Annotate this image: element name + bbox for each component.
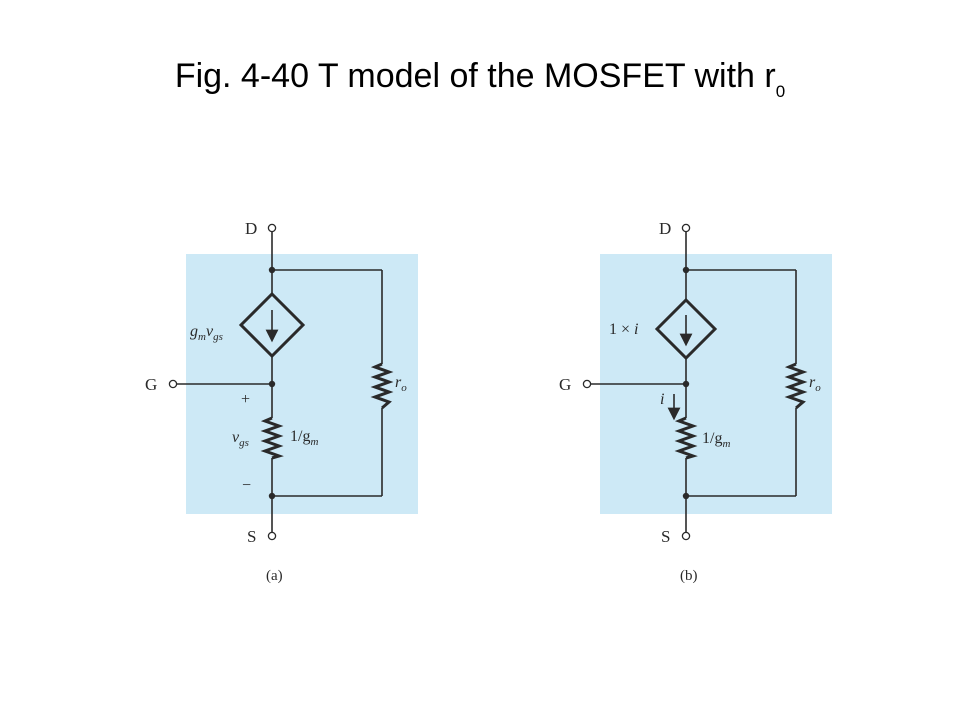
circuit-a: D G S gmvgs + vgs − 1/gm ro (a) [145,219,418,584]
circuit-b-dependent-source-label: 1 × i [609,321,638,338]
circuit-a-ro-label: ro [395,374,407,394]
circuit-a-minus-sign: − [242,477,251,494]
circuit-b-caption: (b) [680,568,698,584]
circuit-a-dependent-source-label: gmvgs [190,323,223,343]
title-subscript: 0 [775,82,786,101]
circuit-b-current-label: i [660,391,664,408]
circuit-a-resistor-label: 1/gm [290,428,318,448]
circuit-b-dependent-source [654,297,718,361]
circuit-a-resistor-1-over-gm [260,416,284,460]
circuit-a-plus-sign: + [241,391,250,408]
circuit-a-gate-label: G [145,375,157,394]
circuit-b-resistor-ro [784,362,808,410]
circuit-b-nodes [682,266,690,500]
slide-title: Fig. 4-40 T model of the MOSFET with r0 [0,56,960,102]
circuit-a-dependent-source [238,291,306,359]
circuit-b: D G S 1 × i i 1/gm ro (b) [559,219,832,584]
circuit-a-vgs-label: vgs [232,429,249,449]
circuit-b-terminal-circles [582,223,691,541]
circuit-b-drain-label: D [659,219,671,238]
circuit-b-gate-label: G [559,375,571,394]
circuit-b-resistor-label: 1/gm [702,430,730,450]
circuit-a-source-label: S [247,527,256,546]
circuit-a-drain-label: D [245,219,257,238]
circuit-a-caption: (a) [266,568,283,584]
circuit-b-source-label: S [661,527,670,546]
circuit-a-nodes [268,266,276,500]
circuit-b-resistor-1-over-gm [674,416,698,460]
circuit-b-ro-label: ro [809,374,821,394]
title-text: Fig. 4-40 T model of the MOSFET with r [174,57,776,95]
circuit-a-terminal-circles [168,223,277,541]
circuit-a-resistor-ro [370,362,394,410]
